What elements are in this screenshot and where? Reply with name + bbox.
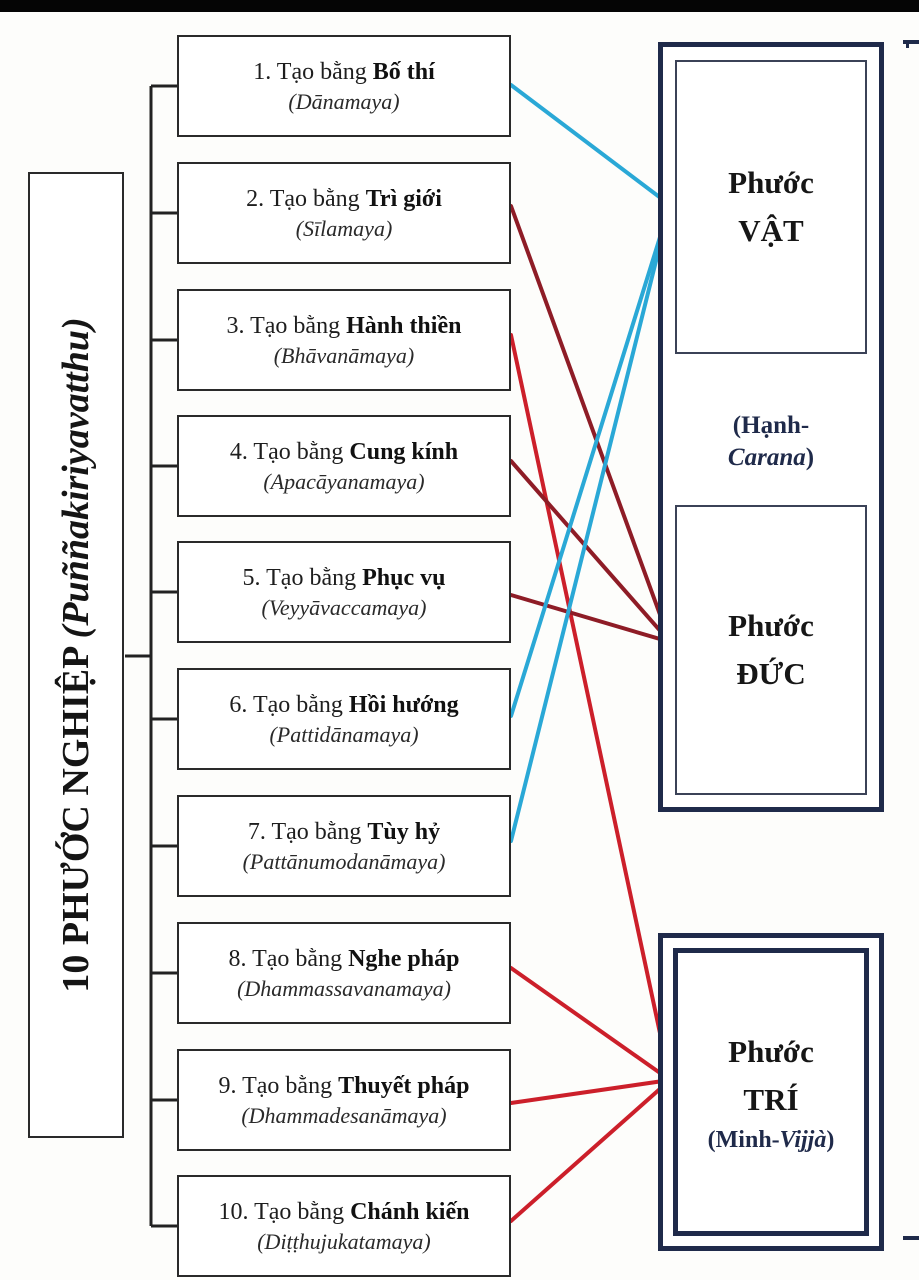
item-pali: (Pattidānamaya) bbox=[269, 722, 419, 747]
item-title: 1. Tạo bằng Bố thí bbox=[253, 56, 435, 88]
item-pali: (Sīlamaya) bbox=[295, 216, 393, 241]
phuoc-tri-box: Phước TRÍ (Minh-Vijjà) bbox=[673, 948, 869, 1236]
right-edge-stub-top bbox=[903, 40, 919, 44]
item-number: 3. bbox=[226, 313, 245, 339]
item-prefix: Tạo bằng bbox=[276, 59, 367, 85]
phuoc-duc-line2: ĐỨC bbox=[736, 656, 806, 691]
item-pali: (Bhāvanāmaya) bbox=[273, 343, 415, 368]
item-number: 1. bbox=[253, 59, 272, 85]
item-title: 9. Tạo bằng Thuyết pháp bbox=[219, 1070, 470, 1102]
item-prefix: Tạo bằng bbox=[266, 565, 357, 591]
arrow-line bbox=[509, 459, 672, 644]
right-edge-line bbox=[906, 40, 909, 48]
vijja-close: ) bbox=[826, 1127, 835, 1153]
item-pali: (Dhammadesanāmaya) bbox=[241, 1103, 447, 1128]
hanh-carana-label: (Hạnh- Carana) bbox=[658, 410, 884, 474]
arrow-line bbox=[509, 1078, 672, 1223]
item-name: Trì giới bbox=[365, 186, 442, 212]
item-prefix: Tạo bằng bbox=[254, 1199, 345, 1225]
phuoc-duc-line1: Phước bbox=[728, 608, 814, 643]
item-name: Nghe pháp bbox=[348, 946, 460, 972]
item-pali: (Dānamaya) bbox=[288, 89, 400, 114]
item-name: Hành thiền bbox=[346, 313, 462, 339]
phuoc-vat-line2: VẬT bbox=[738, 213, 804, 248]
carana-text: Carana bbox=[727, 444, 806, 471]
item-number: 10. bbox=[218, 1199, 249, 1225]
item-number: 4. bbox=[229, 439, 248, 465]
bracket bbox=[125, 84, 178, 1228]
item-pali: (Diṭṭhujukatamaya) bbox=[257, 1229, 431, 1254]
item-prefix: Tạo bằng bbox=[269, 186, 360, 212]
item-title: 8. Tạo bằng Nghe pháp bbox=[229, 943, 460, 975]
item-number: 5. bbox=[242, 565, 261, 591]
arrow-line bbox=[509, 203, 672, 718]
hanh-label-line1: (Hạnh- bbox=[732, 412, 810, 439]
arrow-line bbox=[509, 333, 672, 1082]
hanh-label-line2: Carana) bbox=[658, 442, 884, 474]
right-edge-stub-bottom bbox=[903, 1236, 919, 1240]
arrow-line bbox=[509, 593, 672, 644]
item-number: 8. bbox=[228, 946, 247, 972]
item-number: 6. bbox=[229, 692, 248, 718]
item-title: 3. Tạo bằng Hành thiền bbox=[227, 310, 462, 342]
item-pali: (Dhammassavanamaya) bbox=[237, 976, 451, 1001]
item-title: 10. Tạo bằng Chánh kiến bbox=[219, 1196, 470, 1228]
item-prefix: Tạo bằng bbox=[271, 819, 362, 845]
item-title: 7. Tạo bằng Tùy hỷ bbox=[248, 816, 440, 848]
phuoc-tri-line1: Phước bbox=[728, 1034, 814, 1069]
carana-close: ) bbox=[805, 444, 815, 471]
top-bar bbox=[0, 0, 919, 12]
item-pali: (Apacāyanamaya) bbox=[263, 469, 425, 494]
item-number: 9. bbox=[218, 1073, 237, 1099]
phuoc-duc-box: Phước ĐỨC bbox=[675, 505, 867, 795]
item-prefix: Tạo bằng bbox=[250, 313, 341, 339]
vijja-text: Vijjà bbox=[779, 1127, 827, 1153]
item-number: 2. bbox=[246, 186, 265, 212]
merit-item: 1. Tạo bằng Bố thí(Dānamaya) bbox=[177, 35, 511, 137]
item-prefix: Tạo bằng bbox=[252, 946, 343, 972]
item-name: Cung kính bbox=[349, 439, 459, 465]
item-title: 6. Tạo bằng Hồi hướng bbox=[229, 689, 458, 721]
title-box: 10 PHƯỚC NGHIỆP (Puññakiriyavatthu) bbox=[28, 172, 124, 1138]
arrow-line bbox=[509, 204, 672, 644]
arrows bbox=[509, 83, 680, 1223]
item-name: Chánh kiến bbox=[350, 1199, 470, 1225]
item-number: 7. bbox=[247, 819, 266, 845]
merit-item: 6. Tạo bằng Hồi hướng(Pattidānamaya) bbox=[177, 668, 511, 770]
merit-item: 10. Tạo bằng Chánh kiến(Diṭṭhujukatamaya… bbox=[177, 1175, 511, 1277]
item-title: 2. Tạo bằng Trì giới bbox=[246, 183, 442, 215]
item-prefix: Tạo bằng bbox=[242, 1073, 333, 1099]
arrow-line bbox=[509, 966, 672, 1082]
item-prefix: Tạo bằng bbox=[252, 692, 343, 718]
merit-item: 4. Tạo bằng Cung kính(Apacāyanamaya) bbox=[177, 415, 511, 517]
merit-item: 9. Tạo bằng Thuyết pháp(Dhammadesanāmaya… bbox=[177, 1049, 511, 1151]
item-prefix: Tạo bằng bbox=[253, 439, 344, 465]
item-name: Hồi hướng bbox=[348, 692, 459, 718]
arrow-line bbox=[509, 83, 672, 207]
item-pali: (Veyyāvaccamaya) bbox=[261, 595, 427, 620]
phuoc-vat-box: Phước VẬT bbox=[675, 60, 867, 354]
item-name: Bố thí bbox=[372, 59, 435, 85]
merit-item: 2. Tạo bằng Trì giới(Sīlamaya) bbox=[177, 162, 511, 264]
arrow-line bbox=[509, 203, 672, 843]
minh-vijja-label: (Minh-Vijjà) bbox=[708, 1124, 835, 1156]
merit-item: 3. Tạo bằng Hành thiền(Bhāvanāmaya) bbox=[177, 289, 511, 391]
merit-item: 7. Tạo bằng Tùy hỷ(Pattānumodanāmaya) bbox=[177, 795, 511, 897]
item-pali: (Pattānumodanāmaya) bbox=[242, 849, 446, 874]
item-title: 5. Tạo bằng Phục vụ bbox=[243, 562, 446, 594]
merit-item: 8. Tạo bằng Nghe pháp(Dhammassavanamaya) bbox=[177, 922, 511, 1024]
minh-text: (Minh- bbox=[707, 1127, 780, 1153]
item-title: 4. Tạo bằng Cung kính bbox=[230, 436, 458, 468]
item-name: Tùy hỷ bbox=[367, 819, 441, 845]
arrow-line bbox=[509, 1078, 672, 1105]
phuoc-vat-line1: Phước bbox=[728, 165, 814, 200]
merit-item: 5. Tạo bằng Phục vụ(Veyyāvaccamaya) bbox=[177, 541, 511, 643]
item-name: Thuyết pháp bbox=[338, 1073, 470, 1099]
phuoc-tri-line2: TRÍ bbox=[743, 1082, 799, 1117]
item-name: Phục vụ bbox=[362, 565, 446, 591]
